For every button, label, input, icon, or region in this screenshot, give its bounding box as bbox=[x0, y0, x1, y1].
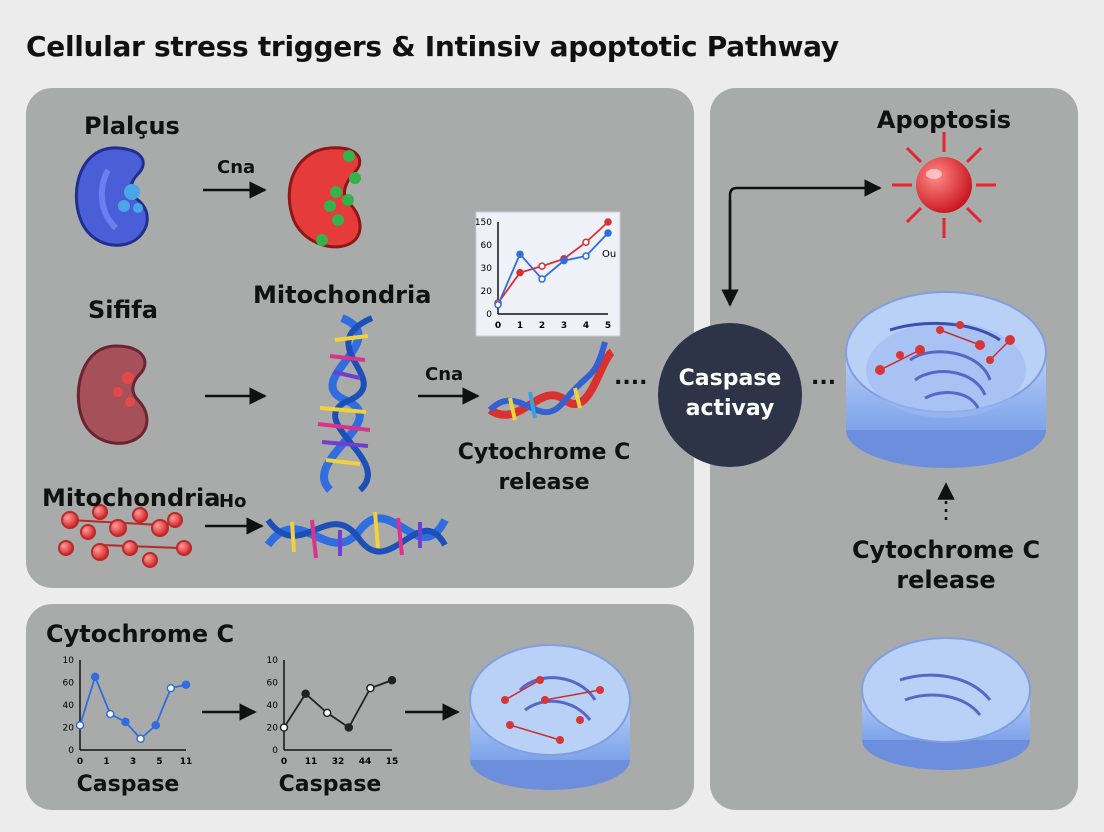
diagram-title: Cellular stress triggers & Intinsiv apop… bbox=[26, 30, 839, 63]
label-cytochrome-release-1: Cytochrome C bbox=[457, 440, 631, 465]
y-tick-label: 150 bbox=[475, 218, 492, 228]
data-point bbox=[322, 708, 332, 718]
y-tick-label: 20 bbox=[63, 724, 75, 734]
data-point bbox=[516, 268, 524, 277]
maroon-kidney bbox=[76, 344, 149, 445]
y-tick-label: 10 bbox=[63, 656, 75, 666]
y-tick-label: 40 bbox=[267, 701, 279, 711]
x-tick-label: 0 bbox=[495, 321, 501, 331]
label-cna-top: Cna bbox=[217, 157, 256, 178]
y-tick-label: 60 bbox=[481, 241, 493, 251]
label-caspase-left: Caspase bbox=[76, 772, 180, 797]
data-point bbox=[75, 721, 85, 730]
data-point bbox=[604, 229, 612, 237]
label-ho: Ho bbox=[219, 491, 247, 512]
data-point bbox=[106, 709, 115, 719]
chart-bottom-left: 0 20 40 60 10 0 1 3 5 11 bbox=[63, 656, 193, 767]
chart-bottom-right: 0 20 40 60 10 0 11 32 44 15 bbox=[267, 656, 399, 767]
x-tick-label: 15 bbox=[386, 757, 399, 767]
arrow-to-apoptosis bbox=[728, 179, 882, 305]
label-caspase-activay-2: activay bbox=[685, 396, 775, 421]
x-tick-label: 3 bbox=[130, 757, 136, 767]
y-tick-label: 60 bbox=[267, 679, 279, 689]
chart-top: 0 20 30 60 150 0 1 2 3 4 5 Ou bbox=[475, 211, 621, 337]
y-tick-label: 0 bbox=[486, 310, 492, 320]
dna-red bbox=[487, 341, 615, 421]
label-cytochrome-release-2: release bbox=[498, 470, 590, 495]
data-point bbox=[90, 672, 100, 682]
x-tick-label: 1 bbox=[517, 321, 523, 331]
x-tick-label: 5 bbox=[605, 321, 611, 331]
x-tick-label: 11 bbox=[305, 757, 318, 767]
label-plalcus: Plalçus bbox=[84, 112, 180, 140]
label-caspase-right: Caspase bbox=[278, 772, 382, 797]
dna-horizontal bbox=[264, 511, 449, 559]
x-tick-label: 4 bbox=[583, 321, 589, 331]
mitochondria-cluster bbox=[58, 504, 192, 568]
y-tick-label: 0 bbox=[68, 746, 74, 756]
data-point bbox=[494, 301, 502, 309]
y-tick-label: 0 bbox=[272, 746, 278, 756]
y-tick-label: 20 bbox=[481, 287, 493, 297]
label-caspase-activay-1: Caspase bbox=[678, 366, 782, 391]
label-mitochondria-mid: Mitochondria bbox=[253, 281, 432, 309]
label-mitochondria-bottom: Mitochondria bbox=[42, 484, 221, 512]
y-tick-label: 20 bbox=[267, 724, 279, 734]
cell-small-right bbox=[861, 637, 1031, 770]
y-tick-label: 40 bbox=[63, 701, 75, 711]
data-point bbox=[121, 717, 130, 727]
x-tick-label: 2 bbox=[539, 321, 545, 331]
blue-kidney bbox=[74, 146, 149, 247]
cell-bottom bbox=[469, 644, 631, 790]
data-point bbox=[582, 252, 590, 260]
data-point bbox=[560, 256, 568, 265]
ellipsis-left: .... bbox=[614, 365, 648, 390]
series-line-1 bbox=[497, 232, 609, 306]
caspase-node bbox=[658, 323, 802, 467]
apoptosis-cell-icon bbox=[892, 132, 996, 238]
label-right-cytochrome-1: Cytochrome C bbox=[851, 536, 1041, 564]
y-tick-label: 10 bbox=[267, 656, 279, 666]
x-tick-label: 11 bbox=[180, 757, 193, 767]
x-tick-label: 32 bbox=[332, 757, 345, 767]
ellipsis-right: ... bbox=[811, 365, 837, 390]
legend-text: Ou bbox=[602, 249, 616, 260]
data-point bbox=[366, 683, 375, 693]
x-tick-label: 0 bbox=[281, 757, 287, 767]
y-tick-label: 60 bbox=[63, 679, 75, 689]
x-tick-label: 5 bbox=[156, 757, 162, 767]
series-line-0 bbox=[283, 679, 393, 729]
data-point bbox=[538, 275, 546, 283]
red-kidney bbox=[287, 146, 362, 249]
label-sififa: Sififa bbox=[88, 296, 158, 324]
x-tick-label: 1 bbox=[103, 757, 109, 767]
label-right-cytochrome-2: release bbox=[896, 566, 996, 594]
data-point bbox=[301, 689, 310, 698]
data-point bbox=[136, 734, 145, 743]
label-bottom-cytochrome: Cytochrome C bbox=[46, 620, 235, 648]
series-line-0 bbox=[79, 674, 187, 741]
data-point bbox=[344, 723, 354, 732]
series-line-0 bbox=[497, 221, 609, 304]
cell-large-right bbox=[845, 291, 1047, 468]
y-tick-label: 30 bbox=[481, 264, 493, 274]
label-apoptosis: Apoptosis bbox=[876, 106, 1012, 134]
data-point bbox=[166, 683, 176, 693]
data-point bbox=[516, 250, 524, 258]
data-point bbox=[582, 238, 590, 246]
data-point bbox=[538, 262, 546, 270]
x-tick-label: 44 bbox=[359, 757, 372, 767]
data-point bbox=[181, 680, 191, 689]
label-cna-mid: Cna bbox=[425, 364, 464, 385]
dna-vertical bbox=[317, 314, 374, 493]
x-tick-label: 0 bbox=[77, 757, 83, 767]
data-point bbox=[151, 721, 160, 730]
x-tick-label: 3 bbox=[561, 321, 567, 331]
data-point bbox=[604, 218, 612, 226]
data-point bbox=[279, 723, 289, 732]
data-point bbox=[387, 676, 397, 685]
